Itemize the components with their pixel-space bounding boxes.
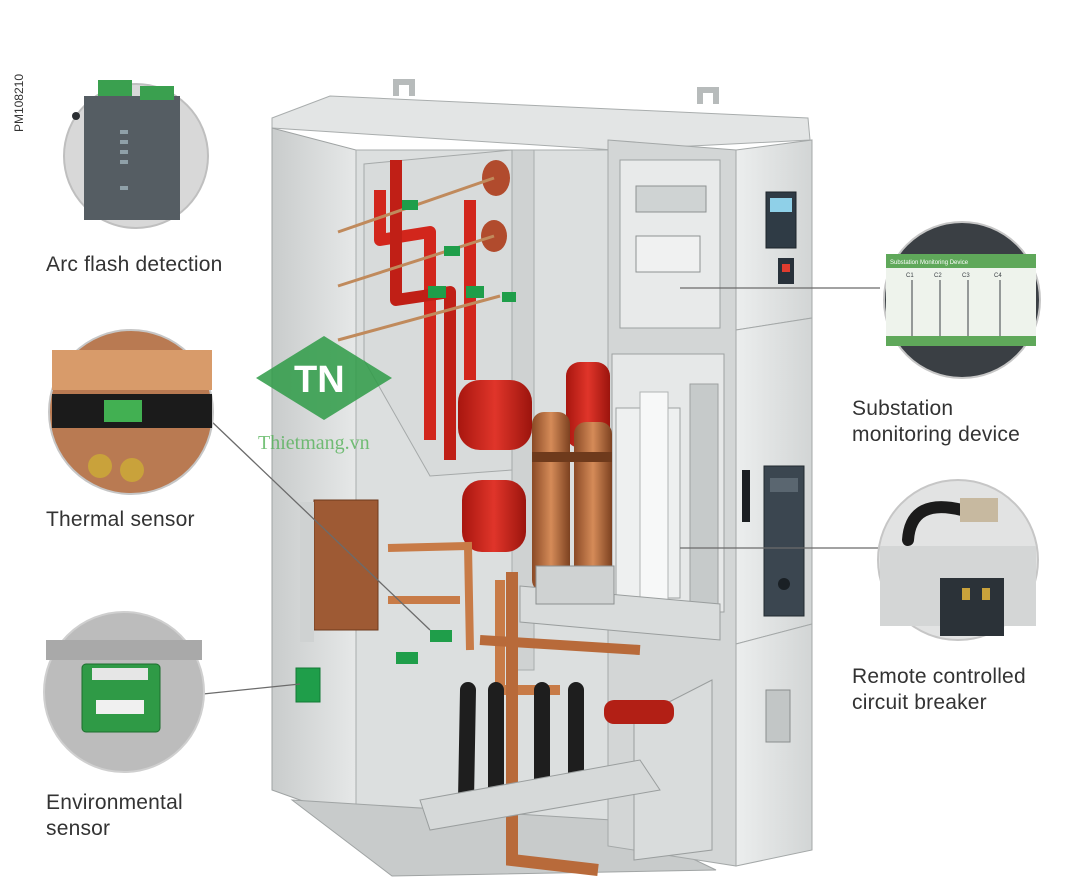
leader-lines [202, 287, 880, 695]
figure-code-text: PM108210 [12, 74, 26, 133]
inset-screen-text: Substation Monitoring Device [890, 260, 969, 266]
label-breaker-line1: Remote controlled [852, 665, 1026, 688]
inset-substation [883, 221, 1041, 379]
inset-thermal [48, 329, 214, 495]
inset-screen-col: C2 [934, 273, 942, 279]
watermark-logo: TN [256, 336, 392, 420]
watermark-logo-text: TN [294, 359, 345, 401]
inset-screen-columns: C1 C2 C3 C4 [906, 273, 1002, 279]
inset-environmental [43, 611, 205, 773]
label-breaker-line2: circuit breaker [852, 691, 987, 714]
label-substation-line1: Substation [852, 397, 954, 420]
inset-screen-col: C4 [994, 273, 1002, 279]
inset-screen-col: C3 [962, 273, 970, 279]
label-thermal-sensor: Thermal sensor [46, 508, 195, 531]
circuit-breaker [519, 391, 721, 641]
inset-breaker [877, 479, 1039, 641]
leader-line-environmental [202, 683, 301, 695]
leader-line-thermal [209, 419, 431, 631]
figure-code: PM108210 [12, 74, 36, 154]
inset-screen-title: Substation Monitoring Device [890, 260, 969, 266]
inset-arc-flash [63, 80, 209, 229]
inset-screen-col: C1 [906, 273, 914, 279]
busbars [337, 149, 610, 552]
watermark-text: Thietmang.vn [258, 432, 370, 454]
label-substation-line2: monitoring device [852, 423, 1020, 446]
label-environmental-line2: sensor [46, 817, 111, 840]
label-environmental-line1: Environmental [46, 791, 183, 814]
label-arc-flash: Arc flash detection [46, 253, 223, 276]
